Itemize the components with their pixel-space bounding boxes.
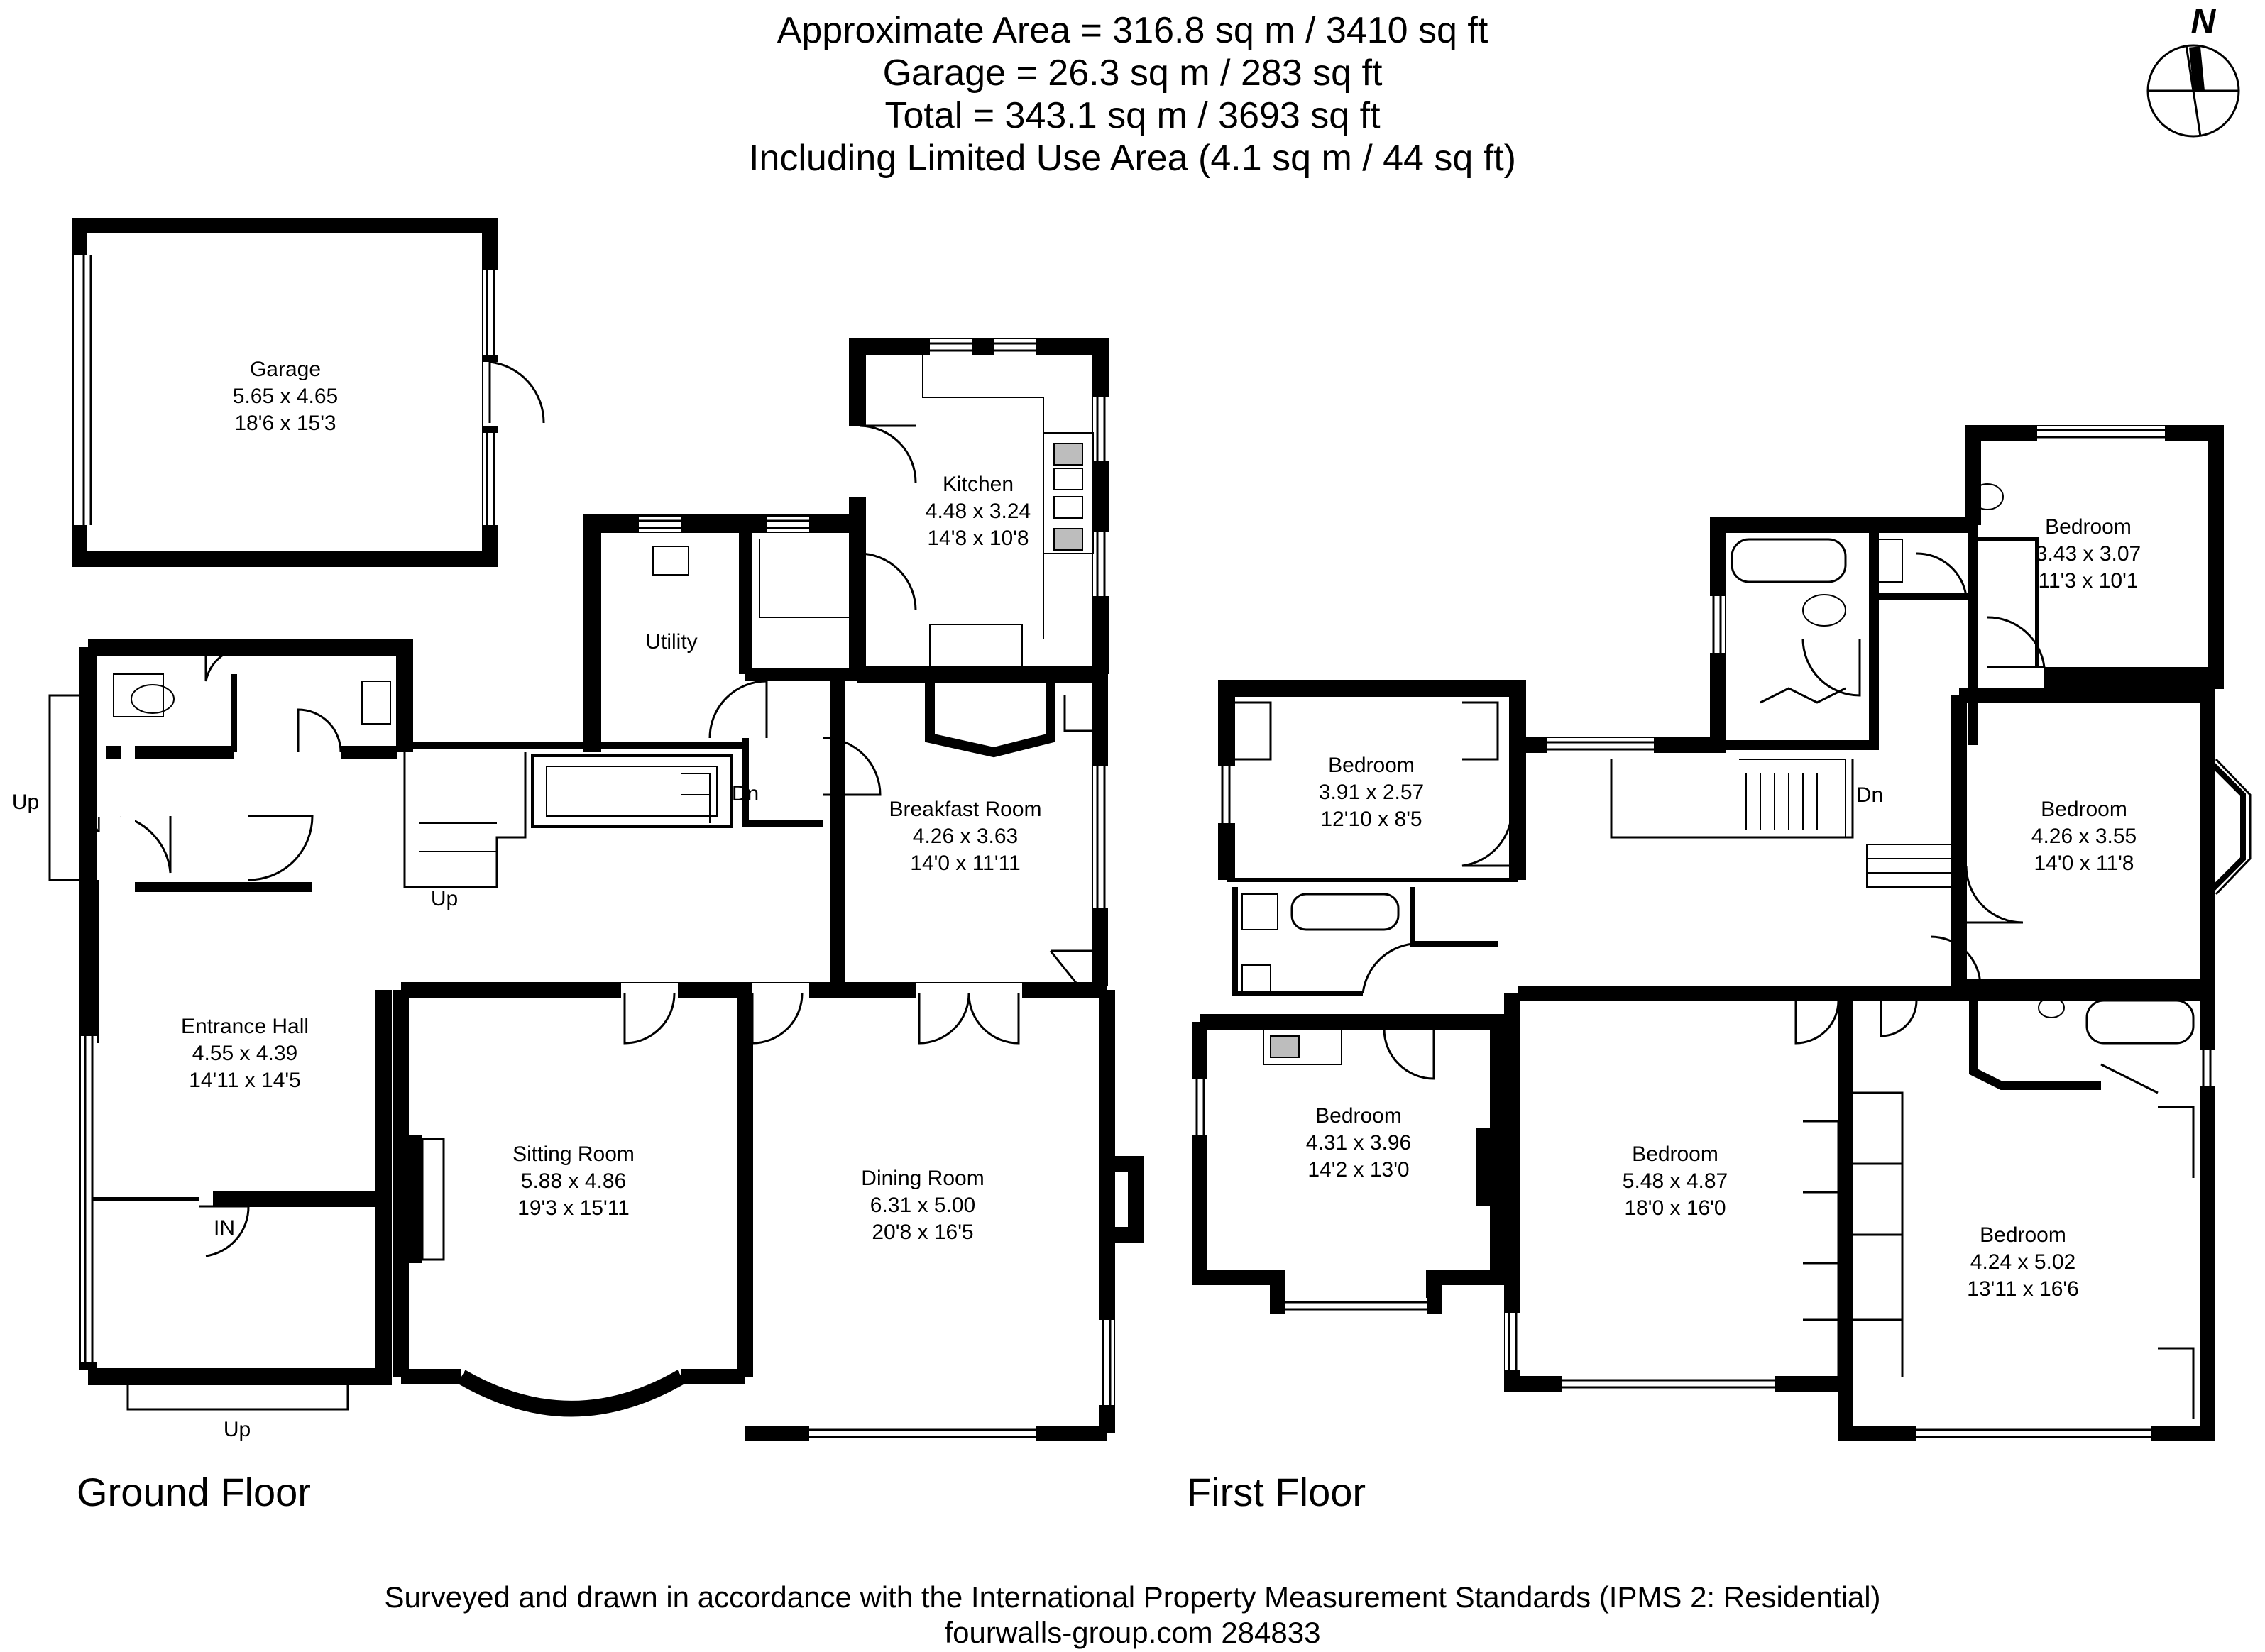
bedroom-5-imperial: 18'0 x 16'0 [1624,1196,1726,1220]
bedroom-6-metric: 4.24 x 5.02 [1970,1250,2075,1274]
bedroom-1-imperial: 11'3 x 10'1 [2038,569,2138,593]
breakfast-walls [830,674,1109,987]
dining-imperial: 20'8 x 16'5 [872,1221,973,1244]
bedroom-3-imperial: 14'0 x 11'8 [2034,852,2134,875]
ground-floor-plan [48,218,1144,1441]
dining-name: Dining Room [861,1167,984,1190]
bedroom-4-name: Bedroom [1315,1104,1402,1128]
bedroom-5-walls [1504,993,1853,1392]
up-label-stairs: Up [431,887,458,910]
kitchen-name: Kitchen [943,473,1014,496]
sitting-room-walls [393,982,753,1417]
kitchen-metric: 4.48 x 3.24 [926,500,1031,523]
bedroom-2-name: Bedroom [1328,754,1415,777]
garage-name: Garage [250,358,321,381]
first-floor-plan [1192,425,2252,1441]
sitting-imperial: 19'3 x 15'11 [517,1196,630,1220]
up-label-front: Up [224,1418,251,1441]
bedroom-3-metric: 4.26 x 3.55 [2031,825,2137,848]
breakfast-metric: 4.26 x 3.63 [913,825,1018,848]
in-label-side: IN [80,813,102,837]
entrance-imperial: 14'11 x 14'5 [189,1069,301,1092]
footer-reference-text: fourwalls-group.com 284833 [944,1616,1321,1649]
bedroom-2-walls [1218,680,1526,882]
dining-metric: 6.31 x 5.00 [870,1194,975,1217]
room-labels: Garage 5.65 x 4.65 18'6 x 15'3 Kitchen 4… [181,358,2141,1301]
bedroom-1-metric: 3.43 x 3.07 [2036,542,2141,566]
in-label-front: IN [214,1216,235,1240]
sitting-name: Sitting Room [512,1142,635,1166]
ground-floor-label: Ground Floor [77,1470,311,1514]
bedroom-3-name: Bedroom [2041,798,2127,821]
inner-hall-walls [403,680,882,888]
footer-standards-text: Surveyed and drawn in accordance with th… [384,1580,1881,1614]
up-label-side: Up [12,791,39,814]
bedroom-6-name: Bedroom [1980,1223,2066,1247]
garage-imperial: 18'6 x 15'3 [234,412,336,435]
compass-icon: N [2146,3,2240,138]
bathroom-1-walls [1232,887,1498,996]
entrance-hall-walls [48,639,413,1411]
kitchen-imperial: 14'8 x 10'8 [927,527,1029,550]
dining-room-walls [745,982,1144,1441]
total-area-text: Total = 343.1 sq m / 3693 sq ft [884,95,1381,136]
sitting-metric: 5.88 x 4.86 [521,1169,626,1193]
bathroom-2-walls [1709,525,1879,750]
utility-walls [583,514,917,752]
bedroom-4-metric: 4.31 x 3.96 [1306,1131,1411,1155]
bedroom-4-imperial: 14'2 x 13'0 [1307,1158,1409,1182]
garage-metric: 5.65 x 4.65 [233,385,338,408]
breakfast-name: Breakfast Room [889,798,1041,821]
entrance-name: Entrance Hall [181,1015,309,1038]
compass-north-label: N [2191,3,2217,40]
bedroom-4-walls [1192,1014,1506,1314]
bedroom-2-metric: 3.91 x 2.57 [1319,781,1424,804]
bedroom-6-walls [1838,986,2215,1441]
breakfast-imperial: 14'0 x 11'11 [910,852,1020,875]
kitchen-walls [848,338,1109,683]
garage-walls [72,218,545,567]
first-floor-label: First Floor [1187,1470,1366,1514]
utility-name: Utility [645,630,697,654]
garage-area-text: Garage = 26.3 sq m / 283 sq ft [882,53,1383,94]
dn-label-first: Dn [1856,783,1883,807]
dn-label-ground: Dn [732,782,759,805]
bedroom-6-imperial: 13'11 x 16'6 [1967,1277,2079,1301]
approx-area-text: Approximate Area = 316.8 sq m / 3410 sq … [777,10,1488,51]
limited-use-text: Including Limited Use Area (4.1 sq m / 4… [749,138,1516,179]
bedroom-2-imperial: 12'10 x 8'5 [1320,808,1422,831]
entrance-metric: 4.55 x 4.39 [192,1042,297,1065]
bedroom-1-name: Bedroom [2045,515,2132,539]
direction-labels: Up IN Up Dn IN Up Dn [12,782,1883,1441]
bedroom-5-metric: 5.48 x 4.87 [1623,1169,1728,1193]
bedroom-5-name: Bedroom [1632,1142,1718,1166]
